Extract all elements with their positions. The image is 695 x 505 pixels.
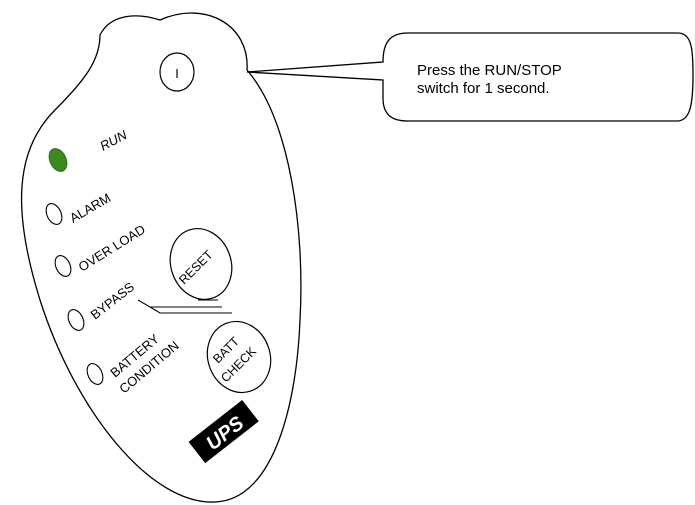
batt-check-button[interactable]: BATT CHECK xyxy=(198,313,281,402)
callout-line-1: Press the RUN/STOP xyxy=(417,62,562,79)
reset-button-ring xyxy=(169,228,233,300)
run-stop-switch-ring xyxy=(159,52,195,92)
callout-outline xyxy=(246,32,694,122)
bypass-switch-marks xyxy=(137,299,232,314)
battery-led-icon xyxy=(86,363,104,385)
alarm-led-icon xyxy=(45,203,63,225)
overload-led-icon xyxy=(54,255,72,277)
batt-check-button-ring xyxy=(206,320,272,394)
callout-line-2: switch for 1 second. xyxy=(417,80,550,97)
bypass-led-icon xyxy=(67,309,85,331)
power-symbol-icon: I xyxy=(175,67,178,81)
run-led-icon xyxy=(48,148,68,172)
callout-text: Press the RUN/STOP switch for 1 second. xyxy=(417,62,667,98)
reset-button[interactable]: RESET xyxy=(160,220,241,308)
run-stop-switch[interactable]: I xyxy=(159,52,195,92)
ups-logo-background xyxy=(188,400,259,464)
callout-bubble xyxy=(246,32,694,122)
